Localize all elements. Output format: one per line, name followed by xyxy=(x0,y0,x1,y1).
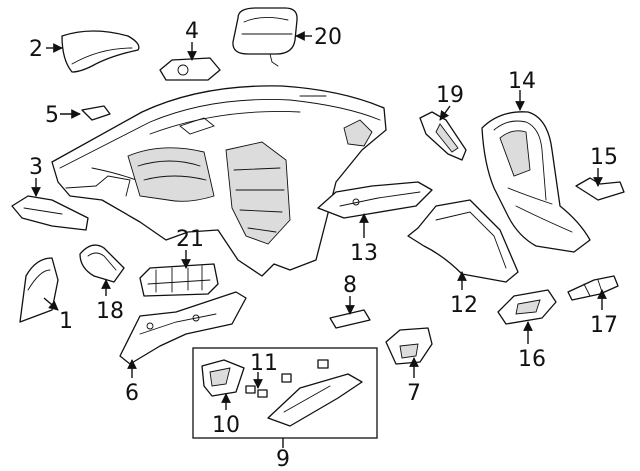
callout-6: 6 xyxy=(125,381,139,406)
part-6-bracket xyxy=(119,291,247,365)
part-17-connector xyxy=(567,275,619,301)
part-11-fasteners xyxy=(245,359,329,398)
callout-1: 1 xyxy=(59,309,73,334)
part-4-bezel xyxy=(159,57,221,81)
part-15-clip xyxy=(575,177,625,201)
callout-8: 8 xyxy=(343,273,357,298)
callout-15: 15 xyxy=(590,145,618,170)
part-16-switch-panel xyxy=(497,289,557,325)
part-13-trim-panel xyxy=(317,181,433,219)
callout-5: 5 xyxy=(45,103,59,128)
instrument-panel-main xyxy=(51,85,387,277)
part-21-switch-assembly xyxy=(139,263,219,297)
part-1-side-panel xyxy=(19,257,59,323)
part-3-end-cap xyxy=(11,195,89,231)
callout-4: 4 xyxy=(185,19,199,44)
part-7-control-module xyxy=(385,327,433,365)
callout-13: 13 xyxy=(350,241,378,266)
callout-14: 14 xyxy=(508,69,536,94)
part-5-trim-piece xyxy=(81,105,111,121)
part-9-group-frame xyxy=(192,347,378,439)
part-12-side-trim xyxy=(407,199,519,283)
part-9-lower-trim xyxy=(267,373,363,427)
leader-lines xyxy=(31,31,607,448)
callout-20: 20 xyxy=(314,25,342,50)
callout-9: 9 xyxy=(276,447,290,471)
callout-2: 2 xyxy=(29,37,43,62)
part-19-bracket xyxy=(419,111,467,161)
callout-12: 12 xyxy=(450,293,478,318)
callout-17: 17 xyxy=(590,313,618,338)
part-18-vent xyxy=(79,244,125,283)
callout-labels: 1 2 3 4 5 6 7 8 9 10 11 12 13 14 15 16 1… xyxy=(29,19,618,471)
callout-18: 18 xyxy=(96,299,124,324)
callout-11: 11 xyxy=(250,351,278,376)
callout-10: 10 xyxy=(212,413,240,438)
part-20-instrument-cluster xyxy=(232,7,298,67)
part-2-cluster-hood xyxy=(61,30,140,73)
callout-7: 7 xyxy=(407,381,421,406)
callout-3: 3 xyxy=(29,155,43,180)
part-14-center-console xyxy=(481,111,591,253)
callout-21: 21 xyxy=(176,227,204,252)
callout-19: 19 xyxy=(436,83,464,108)
callout-16: 16 xyxy=(518,347,546,372)
part-10-compartment xyxy=(201,359,245,397)
